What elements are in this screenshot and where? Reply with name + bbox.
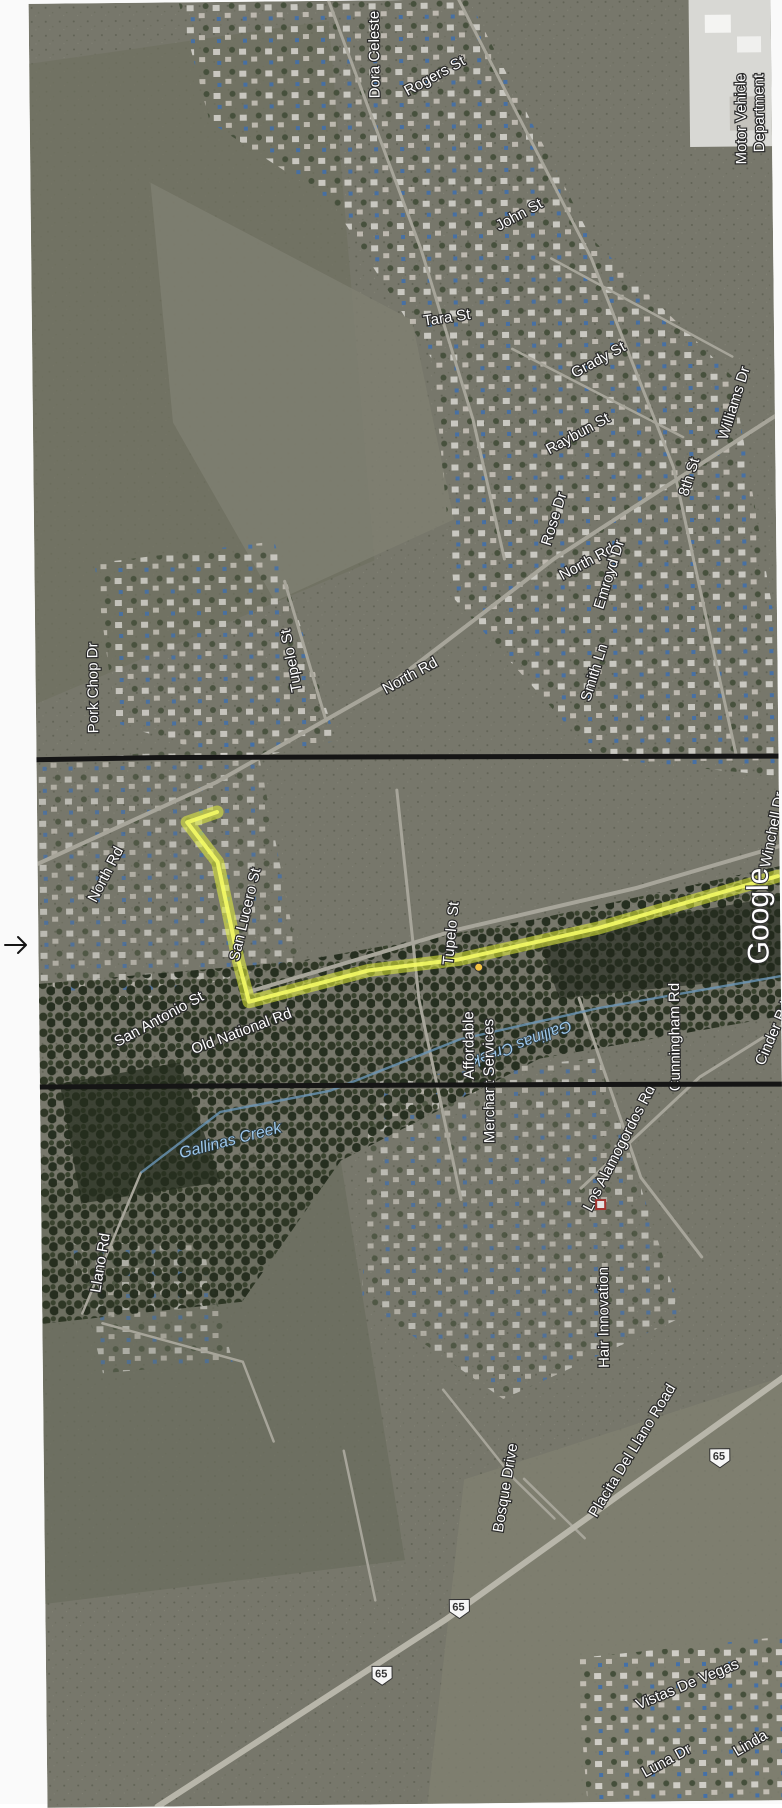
- route-shield-icon: 65: [709, 1448, 731, 1469]
- route-shield-text: 65: [375, 1668, 387, 1680]
- place-motor-vehicle-department[interactable]: Motor Vehicle Department: [731, 72, 769, 166]
- place-label-line-1: Affordable: [460, 1011, 478, 1079]
- place-label-line-2: Merchant Services: [480, 1019, 498, 1143]
- map-view[interactable]: Dora Celeste Rogers St John St Tara St G…: [28, 0, 782, 1808]
- poi-marker-icon: [595, 1198, 607, 1211]
- marker-line-bottom: [28, 1081, 782, 1090]
- marker-line-top: [28, 753, 779, 763]
- route-shield-icon: 65: [371, 1665, 393, 1686]
- street-label-pork-chop-dr: Pork Chop Dr: [84, 642, 102, 733]
- route-shield-text: 65: [713, 1451, 725, 1463]
- street-label-cunningham-rd: Cunningham Rd: [666, 983, 684, 1092]
- place-label-line-1: Motor Vehicle: [732, 73, 750, 164]
- place-affordable-merchant-services[interactable]: Affordable Merchant Services: [459, 962, 500, 1144]
- poi-marker-icon: [474, 962, 484, 972]
- place-label-line-1: Hair Innovation: [595, 1267, 613, 1368]
- route-shield-icon: 65: [448, 1598, 470, 1620]
- place-hair-innovation[interactable]: Hair Innovation: [594, 1198, 614, 1369]
- google-logo: Google: [742, 867, 776, 964]
- route-shield-text: 65: [452, 1601, 464, 1613]
- place-label-line-2: Department: [750, 73, 768, 152]
- arrow-right-icon: [4, 936, 27, 954]
- street-label-dora-celeste: Dora Celeste: [366, 11, 384, 99]
